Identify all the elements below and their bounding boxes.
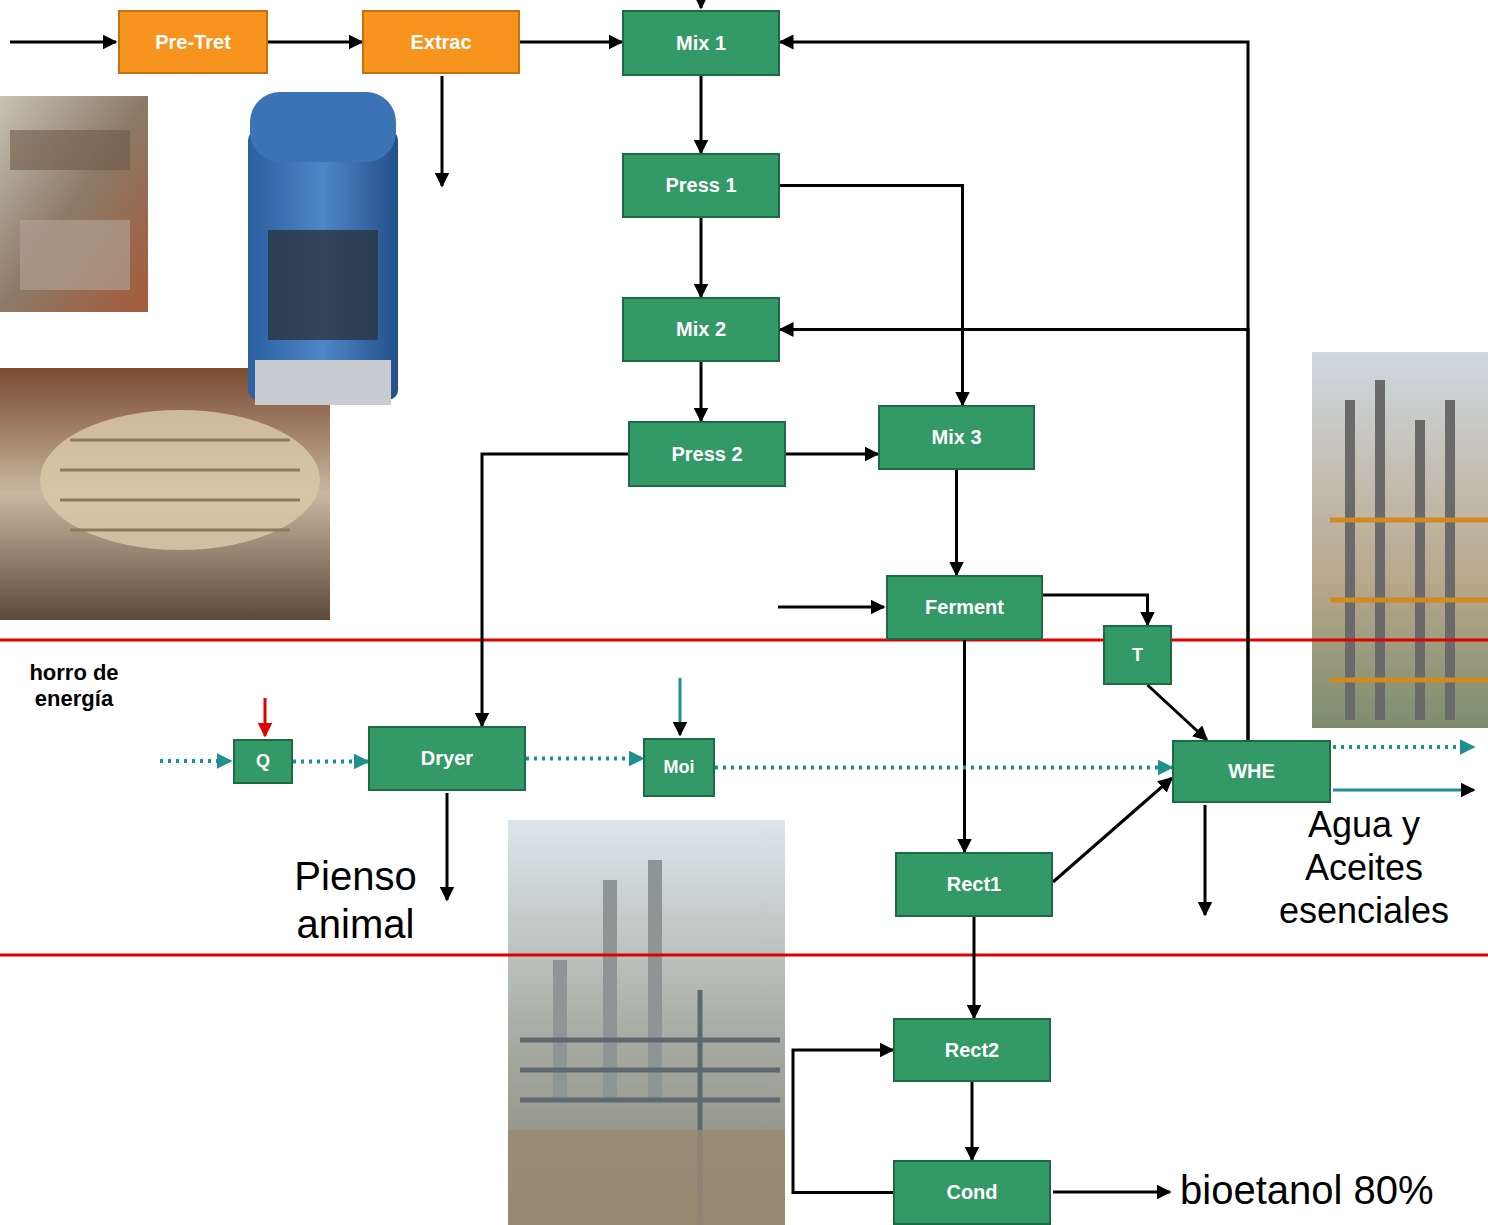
output-arrow — [1053, 1191, 1170, 1194]
plant-columns — [560, 860, 655, 1100]
process-box: Moi — [643, 738, 715, 797]
process-box: Mix 1 — [622, 10, 780, 76]
process-box: Pre-Tret — [118, 10, 268, 74]
plant-photo — [508, 820, 785, 1225]
flow-arrow — [520, 41, 622, 44]
output-arrow — [441, 76, 444, 186]
flow-arrow — [1148, 685, 1208, 740]
box-label: WHE — [1228, 760, 1275, 783]
box-label: Mix 1 — [676, 32, 726, 55]
flow-arrow — [1053, 778, 1172, 882]
flow-arrow — [482, 454, 628, 726]
input-arrow — [778, 606, 884, 609]
photo-detail — [10, 130, 130, 170]
process-box: Dryer — [368, 726, 526, 791]
flow-arrow — [955, 470, 958, 575]
box-label: Extrac — [410, 31, 471, 54]
process-box: Press 1 — [622, 153, 780, 218]
flow-arrow — [786, 453, 878, 456]
input-arrow — [10, 41, 116, 44]
press-machine-base — [255, 360, 391, 405]
press-machine — [248, 130, 398, 400]
process-box: Mix 2 — [622, 297, 780, 362]
input-arrow — [679, 678, 682, 735]
process-box: WHE — [1172, 740, 1331, 803]
air-arrow — [160, 759, 231, 763]
air-arrow — [1333, 745, 1474, 749]
flow-arrow — [268, 41, 362, 44]
process-box: Cond — [893, 1160, 1051, 1225]
box-label: Moi — [664, 757, 695, 778]
box-label: Rect2 — [945, 1039, 999, 1062]
process-box: Extrac — [362, 10, 520, 74]
box-label: Pre-Tret — [155, 31, 231, 54]
box-label: Press 1 — [665, 174, 736, 197]
drum-shape — [40, 410, 320, 550]
dryer-photo — [0, 368, 330, 620]
annotation-text: Agua y Aceites esenciales — [1248, 803, 1480, 933]
flow-arrow — [293, 760, 368, 764]
box-label: Q — [256, 751, 270, 772]
process-box: Ferment — [886, 575, 1043, 640]
process-box: Rect1 — [895, 852, 1053, 917]
box-label: Rect1 — [947, 873, 1001, 896]
box-label: Mix 2 — [676, 318, 726, 341]
box-label: Mix 3 — [931, 426, 981, 449]
press-machine-top — [250, 92, 396, 162]
annotation-text: Pienso animal — [278, 852, 433, 948]
flow-arrow — [700, 76, 703, 153]
flow-arrow — [780, 186, 963, 406]
process-box: Press 2 — [628, 421, 786, 487]
plant-ground — [508, 1130, 785, 1225]
box-label: T — [1132, 645, 1143, 666]
flow-arrow — [1043, 595, 1148, 625]
flow-arrow — [780, 42, 1248, 740]
box-label: Ferment — [925, 596, 1004, 619]
flow-arrow — [700, 362, 703, 421]
annotation-text: horro de energía — [0, 660, 148, 713]
box-label: Press 2 — [671, 443, 742, 466]
heat-arrow — [264, 698, 267, 736]
section-line — [0, 954, 1488, 957]
annotation-text: bioetanol 80% — [1180, 1166, 1484, 1214]
output-arrow — [446, 793, 449, 900]
photo-detail — [20, 220, 130, 290]
box-label: Dryer — [421, 747, 473, 770]
flow-arrow — [963, 640, 966, 852]
distillery-columns — [1350, 380, 1450, 720]
input-arrow — [700, 0, 703, 8]
distillery-photo — [1312, 352, 1488, 728]
process-box: Q — [233, 739, 293, 784]
flow-arrow — [971, 1082, 974, 1160]
output-arrow — [1333, 789, 1474, 792]
distillery-frame — [1330, 520, 1488, 680]
flow-arrow — [973, 917, 976, 1018]
press-machine-panel — [268, 230, 378, 340]
drum-ribs — [60, 440, 300, 530]
flow-arrow — [700, 218, 703, 297]
flow-arrow — [715, 766, 1172, 770]
process-box: T — [1103, 625, 1172, 685]
flow-arrow — [793, 1050, 893, 1193]
process-box: Mix 3 — [878, 405, 1035, 470]
plant-photo — [0, 96, 148, 312]
process-box: Rect2 — [893, 1018, 1051, 1082]
output-arrow — [1204, 805, 1207, 915]
flow-arrow — [780, 330, 1248, 741]
box-label: Cond — [946, 1181, 997, 1204]
flow-arrow — [526, 757, 643, 761]
section-line — [0, 639, 1488, 642]
